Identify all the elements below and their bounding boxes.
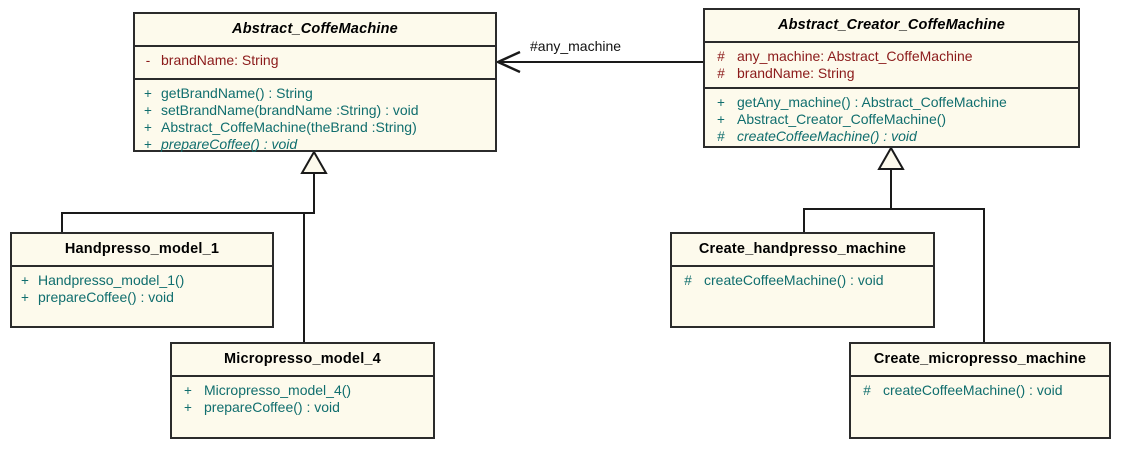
method-row: + setBrandName(brandName :String) : void xyxy=(135,102,495,119)
generalization-stem-left xyxy=(313,172,315,214)
method-text: prepareCoffee() : void xyxy=(161,136,298,152)
class-box-micropresso-model-4[interactable]: Micropresso_model_4 + Micropresso_model_… xyxy=(170,342,435,439)
visibility-marker: + xyxy=(144,103,152,118)
visibility-marker: + xyxy=(717,112,725,127)
generalization-bus-left xyxy=(61,212,315,214)
association-open-arrowhead-icon xyxy=(495,50,521,74)
visibility-marker: + xyxy=(144,137,152,152)
method-text: createCoffeeMachine() : void xyxy=(737,128,917,144)
method-row: + prepareCoffee() : void xyxy=(135,136,495,153)
class-title-create-micropresso-machine: Create_micropresso_machine xyxy=(851,344,1109,377)
generalization-drop-handpresso xyxy=(61,212,63,234)
method-row: + prepareCoffee() : void xyxy=(12,289,272,306)
visibility-marker: # xyxy=(684,273,692,288)
method-row: # createCoffeeMachine() : void xyxy=(851,382,1109,399)
class-box-handpresso-model-1[interactable]: Handpresso_model_1 + Handpresso_model_1(… xyxy=(10,232,274,328)
visibility-marker: # xyxy=(717,49,725,64)
class-title-abstract-creator-coffemachine: Abstract_Creator_CoffeMachine xyxy=(705,10,1078,43)
class-box-abstract-coffemachine[interactable]: Abstract_CoffeMachine - brandName: Strin… xyxy=(133,12,497,152)
attributes-compartment-abstract-creator-coffemachine: # any_machine: Abstract_CoffeMachine # b… xyxy=(705,43,1078,89)
attribute-text: any_machine: Abstract_CoffeMachine xyxy=(737,48,973,64)
visibility-marker: + xyxy=(184,400,192,415)
attribute-text: brandName: String xyxy=(161,52,279,68)
generalization-bus-right xyxy=(803,208,985,210)
method-text: Handpresso_model_1() xyxy=(38,272,185,288)
association-label-any-machine: #any_machine xyxy=(530,38,622,54)
visibility-marker: - xyxy=(145,53,151,68)
method-row: + getAny_machine() : Abstract_CoffeMachi… xyxy=(705,94,1078,111)
generalization-stem-right xyxy=(890,168,892,210)
attribute-row: # any_machine: Abstract_CoffeMachine xyxy=(705,48,1078,65)
method-row: + Micropresso_model_4() xyxy=(172,382,433,399)
method-row: + Handpresso_model_1() xyxy=(12,272,272,289)
generalization-drop-create-handpresso xyxy=(803,208,805,234)
class-box-create-micropresso-machine[interactable]: Create_micropresso_machine # createCoffe… xyxy=(849,342,1111,439)
visibility-marker: # xyxy=(717,66,725,81)
visibility-marker: + xyxy=(144,86,152,101)
association-line-any-machine xyxy=(500,61,703,63)
attributes-compartment-abstract-coffemachine: - brandName: String xyxy=(135,47,495,80)
method-text: prepareCoffee() : void xyxy=(38,289,174,305)
class-title-micropresso-model-4: Micropresso_model_4 xyxy=(172,344,433,377)
visibility-marker: # xyxy=(863,383,871,398)
class-title-create-handpresso-machine: Create_handpresso_machine xyxy=(672,234,933,267)
attribute-row: # brandName: String xyxy=(705,65,1078,82)
generalization-drop-create-micropresso xyxy=(983,208,985,343)
method-row: + prepareCoffee() : void xyxy=(172,399,433,416)
method-row: + getBrandName() : String xyxy=(135,85,495,102)
method-text: setBrandName(brandName :String) : void xyxy=(161,102,419,118)
method-row: + Abstract_CoffeMachine(theBrand :String… xyxy=(135,119,495,136)
methods-compartment-handpresso-model-1: + Handpresso_model_1() + prepareCoffee()… xyxy=(12,267,272,326)
attribute-text: brandName: String xyxy=(737,65,855,81)
generalization-drop-micropresso xyxy=(303,212,305,343)
method-text: Abstract_Creator_CoffeMachine() xyxy=(737,111,947,127)
method-text: Abstract_CoffeMachine(theBrand :String) xyxy=(161,119,417,135)
method-text: getBrandName() : String xyxy=(161,85,313,101)
method-row: # createCoffeeMachine() : void xyxy=(705,128,1078,145)
visibility-marker: + xyxy=(21,290,29,305)
class-title-handpresso-model-1: Handpresso_model_1 xyxy=(12,234,272,267)
method-row: # createCoffeeMachine() : void xyxy=(672,272,933,289)
method-text: createCoffeeMachine() : void xyxy=(704,272,884,288)
visibility-marker: + xyxy=(21,273,29,288)
methods-compartment-create-handpresso-machine: # createCoffeeMachine() : void xyxy=(672,267,933,326)
visibility-marker: + xyxy=(184,383,192,398)
methods-compartment-micropresso-model-4: + Micropresso_model_4() + prepareCoffee(… xyxy=(172,377,433,437)
class-box-abstract-creator-coffemachine[interactable]: Abstract_Creator_CoffeMachine # any_mach… xyxy=(703,8,1080,148)
method-text: prepareCoffee() : void xyxy=(204,399,340,415)
visibility-marker: + xyxy=(144,120,152,135)
methods-compartment-abstract-creator-coffemachine: + getAny_machine() : Abstract_CoffeMachi… xyxy=(705,89,1078,150)
method-text: Micropresso_model_4() xyxy=(204,382,352,398)
methods-compartment-create-micropresso-machine: # createCoffeeMachine() : void xyxy=(851,377,1109,437)
visibility-marker: + xyxy=(717,95,725,110)
attribute-row: - brandName: String xyxy=(135,52,495,69)
visibility-marker: # xyxy=(717,129,725,144)
class-box-create-handpresso-machine[interactable]: Create_handpresso_machine # createCoffee… xyxy=(670,232,935,328)
method-text: getAny_machine() : Abstract_CoffeMachine xyxy=(737,94,1007,110)
methods-compartment-abstract-coffemachine: + getBrandName() : String + setBrandName… xyxy=(135,80,495,158)
class-title-abstract-coffemachine: Abstract_CoffeMachine xyxy=(135,14,495,47)
method-text: createCoffeeMachine() : void xyxy=(883,382,1063,398)
method-row: + Abstract_Creator_CoffeMachine() xyxy=(705,111,1078,128)
